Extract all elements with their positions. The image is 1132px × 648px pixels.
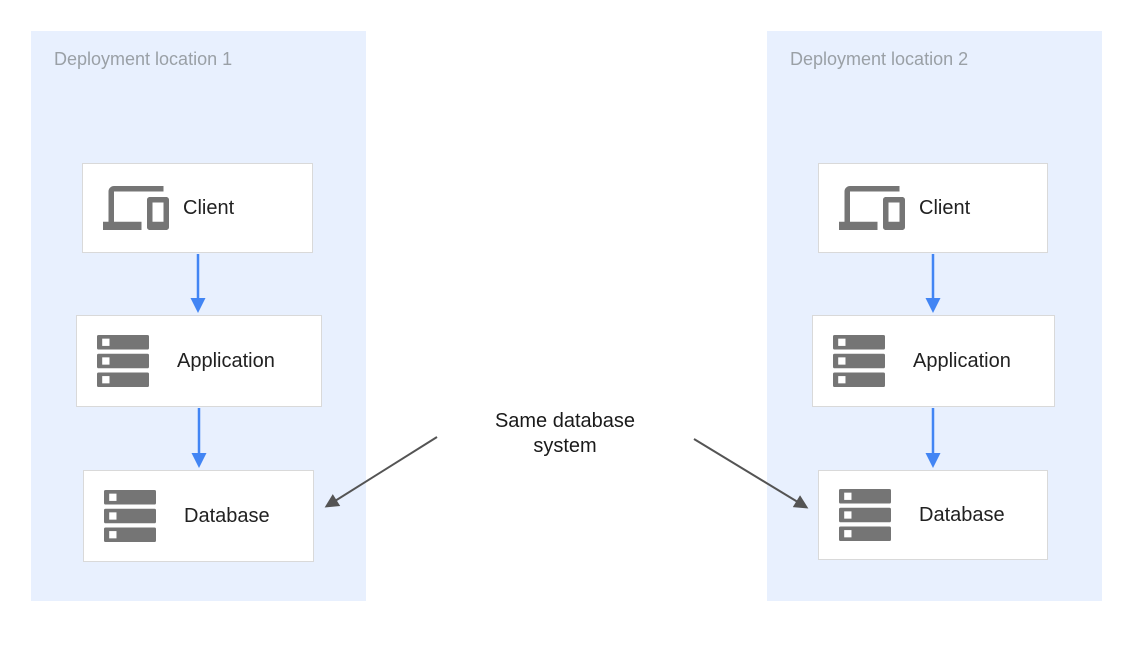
node-database-1: Database [83, 470, 314, 562]
node-label: Client [183, 196, 235, 219]
node-client-2: Client [818, 163, 1048, 253]
server-stack-icon [833, 335, 905, 387]
server-stack-icon [97, 335, 169, 387]
node-label: Database [184, 504, 270, 527]
node-label: Application [913, 349, 1011, 372]
region-2-title: Deployment location 2 [790, 49, 969, 69]
node-label: Database [919, 503, 1005, 526]
node-application-2: Application [812, 315, 1055, 407]
node-label: Application [177, 349, 275, 372]
region-1-title: Deployment location 1 [54, 49, 233, 69]
node-application-1: Application [76, 315, 322, 407]
devices-icon [103, 175, 175, 241]
server-stack-icon [104, 490, 176, 542]
node-database-2: Database [818, 470, 1048, 560]
devices-icon [839, 175, 911, 241]
node-client-1: Client [82, 163, 313, 253]
server-stack-icon [839, 489, 911, 541]
node-label: Client [919, 196, 971, 219]
annotation-same-database-system: Same database system [494, 410, 636, 457]
